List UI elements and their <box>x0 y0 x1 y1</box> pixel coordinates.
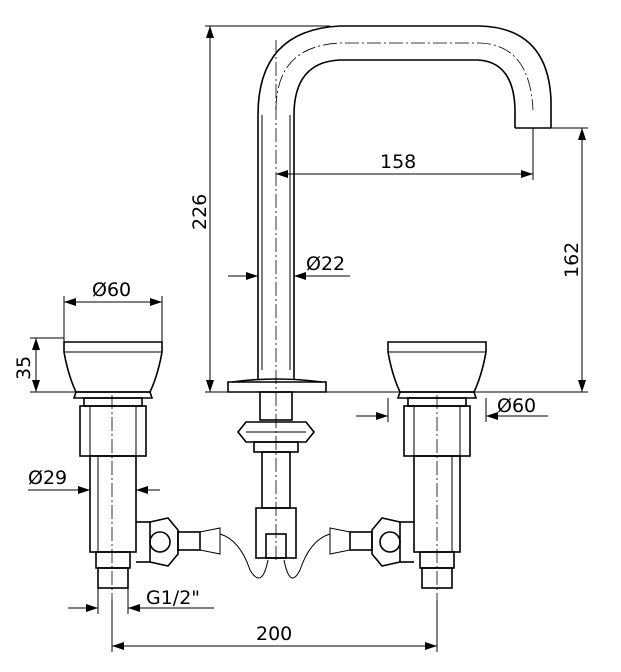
label-right-handle-diameter: Ø60 <box>497 395 536 417</box>
label-handle-height: 35 <box>13 356 35 380</box>
label-left-handle-diameter: Ø60 <box>92 279 131 301</box>
dimension-spout-height <box>205 25 330 393</box>
dimension-handle-height <box>30 337 76 393</box>
dimension-valve-body <box>28 486 160 494</box>
spout <box>257 25 552 560</box>
dimension-center-distance <box>111 600 438 652</box>
dimension-spout-reach <box>276 128 534 180</box>
label-connection-thread: G1/2" <box>146 587 200 609</box>
label-spout-reach: 158 <box>380 151 416 173</box>
dimension-thread <box>68 588 214 614</box>
left-valve <box>63 341 269 600</box>
spout-base <box>227 378 327 559</box>
dimension-left-handle <box>63 296 163 342</box>
dimension-right-handle <box>356 398 548 422</box>
label-spout-diameter: Ø22 <box>306 253 345 275</box>
label-center-distance: 200 <box>256 623 292 645</box>
label-valve-body-diameter: Ø29 <box>28 467 67 489</box>
dimension-outlet-height <box>326 127 588 393</box>
label-outlet-height: 162 <box>561 242 583 278</box>
dimension-spout-diameter <box>228 272 350 280</box>
label-spout-height: 226 <box>189 194 211 230</box>
